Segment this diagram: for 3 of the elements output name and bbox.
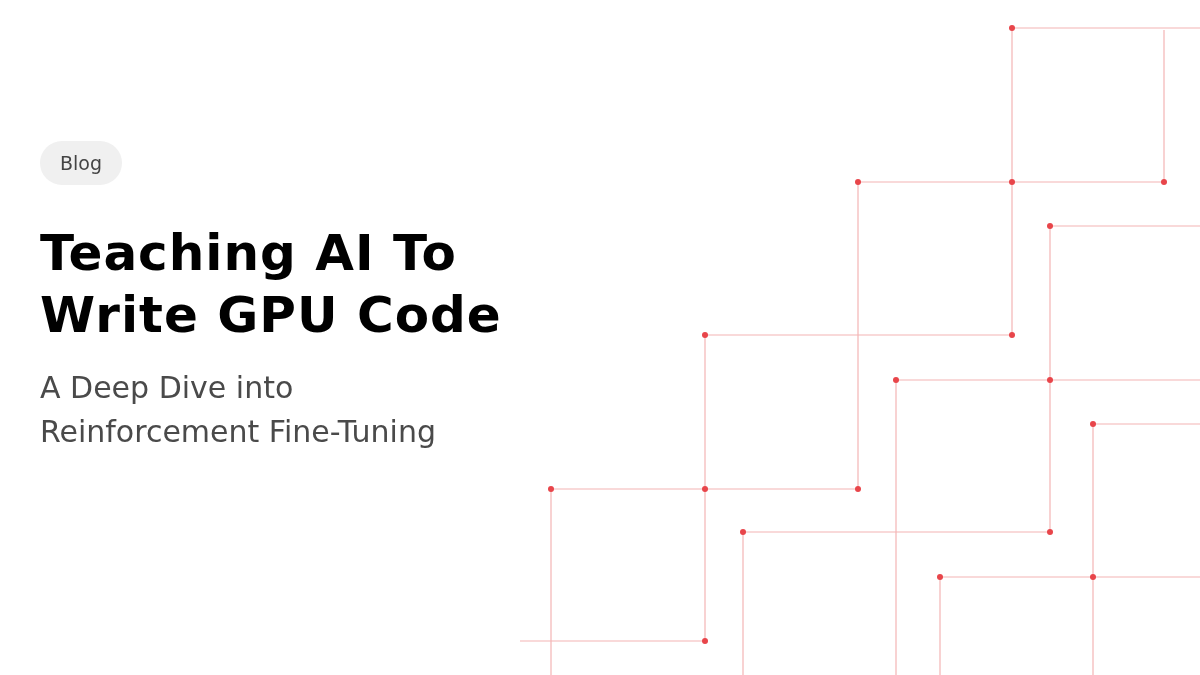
subtitle: A Deep Dive into Reinforcement Fine-Tuning — [40, 369, 437, 451]
headline: Teaching AI To Write GPU Code — [40, 223, 503, 346]
category-tag: Blog — [40, 141, 122, 185]
